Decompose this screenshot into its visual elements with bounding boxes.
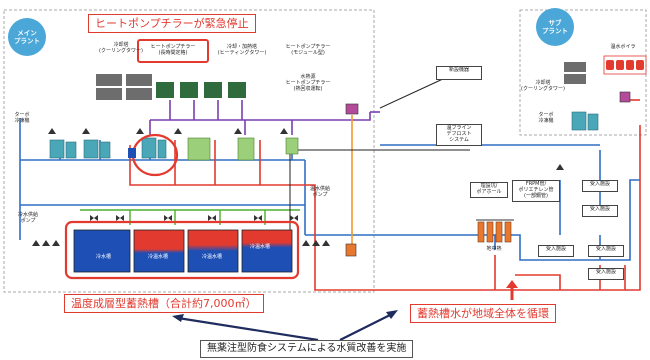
receiver-5: 受入施設 [588,268,624,280]
tank-label-3: 冷温水槽 [202,254,223,260]
tank-label-1: 冷水槽 [96,254,112,260]
receiver-1: 受入施設 [582,180,618,192]
water-quality-arrow-right [339,313,393,341]
receiver-3: 受入施設 [538,245,574,257]
box-pipe-material: FRPM管/ ポリエチレン管 (一部鋼管) [512,180,560,202]
label-underground: 地中熱 [486,246,502,252]
sub-plant-badge: サブ プラント [536,8,574,46]
box-drainage: 埋設坑/ ポアホール [470,182,508,198]
pumps [32,128,564,246]
label-hp-chiller-main: ヒートポンプチラー (長時間定格) [150,44,196,56]
box-new-equipment: 新設機器 [436,66,482,80]
boiler-units [606,60,644,70]
label-turbo-right: ターボ 冷凍機 [538,112,554,124]
receiver-2: 受入施設 [582,205,618,217]
tank-label-2: 冷温水槽 [148,254,169,260]
label-hot-water-pump: 温水供給 ポンプ [309,186,330,198]
receiver-4: 受入施設 [588,245,624,257]
label-cold-water-pump: 冷水供給 ポンプ [17,212,38,224]
circulation-arrowhead [506,280,518,288]
water-quality-callout: 無薬注型防食システムによる水質改善を実施 [200,340,414,358]
label-hp-chiller-module: ヒートポンプチラー (モジュール型) [285,44,331,56]
heat-exchanger-2 [345,243,357,257]
green-pipes [80,209,300,225]
main-plant-badge: メイン プラント [8,18,46,56]
water-quality-arrowhead-left [172,314,184,322]
main-plant-frame [3,9,375,293]
purple-pipes [149,100,380,135]
label-sub-cooling-tower: 冷却塔 (クーリングタワー) [521,80,565,92]
label-turbo-left: ターボ 冷凍機 [14,112,30,124]
sub-plant-frame [519,9,647,136]
box-brine-defrost: 温ブライン デフロスト システム [436,124,482,146]
cooling-towers [96,62,586,100]
hot-water-pipes [129,99,641,291]
label-cooling-tower: 冷却塔 (クーリングタワー) [99,42,143,54]
heating-towers [156,82,246,98]
emergency-stop-callout: ヒートポンプチラーが緊急停止 [88,14,256,33]
chiller-units [49,111,599,159]
boiler-group [603,55,647,75]
label-cooling-heating-tower: 冷却・加熱塔 (ヒーティングタワー) [217,44,267,56]
cold-header [128,148,136,158]
hp-chiller-highlight [137,39,209,63]
water-quality-arrow-left [177,316,319,342]
water-quality-arrowhead-right [386,310,398,319]
sub-heat-exchanger [619,91,631,103]
storage-highlight [64,220,300,280]
storage-callout: 温度成層型蓄熱槽（合計約7,000㎥） [64,294,264,313]
tank-label-4: 冷温水槽 [250,244,271,250]
circulation-callout: 蓄熱槽水が地域全体を循環 [410,304,556,323]
module-chillers [187,137,299,161]
label-hot-water-boiler: 温水ボイラ [610,44,636,50]
label-heat-source-hp: 水熱源 ヒートポンプチラー (熱回収運転) [285,74,331,92]
storage-tanks [73,229,293,273]
heat-exchanger [345,103,359,115]
ground-heat-columns [477,221,512,243]
valves [90,215,298,221]
